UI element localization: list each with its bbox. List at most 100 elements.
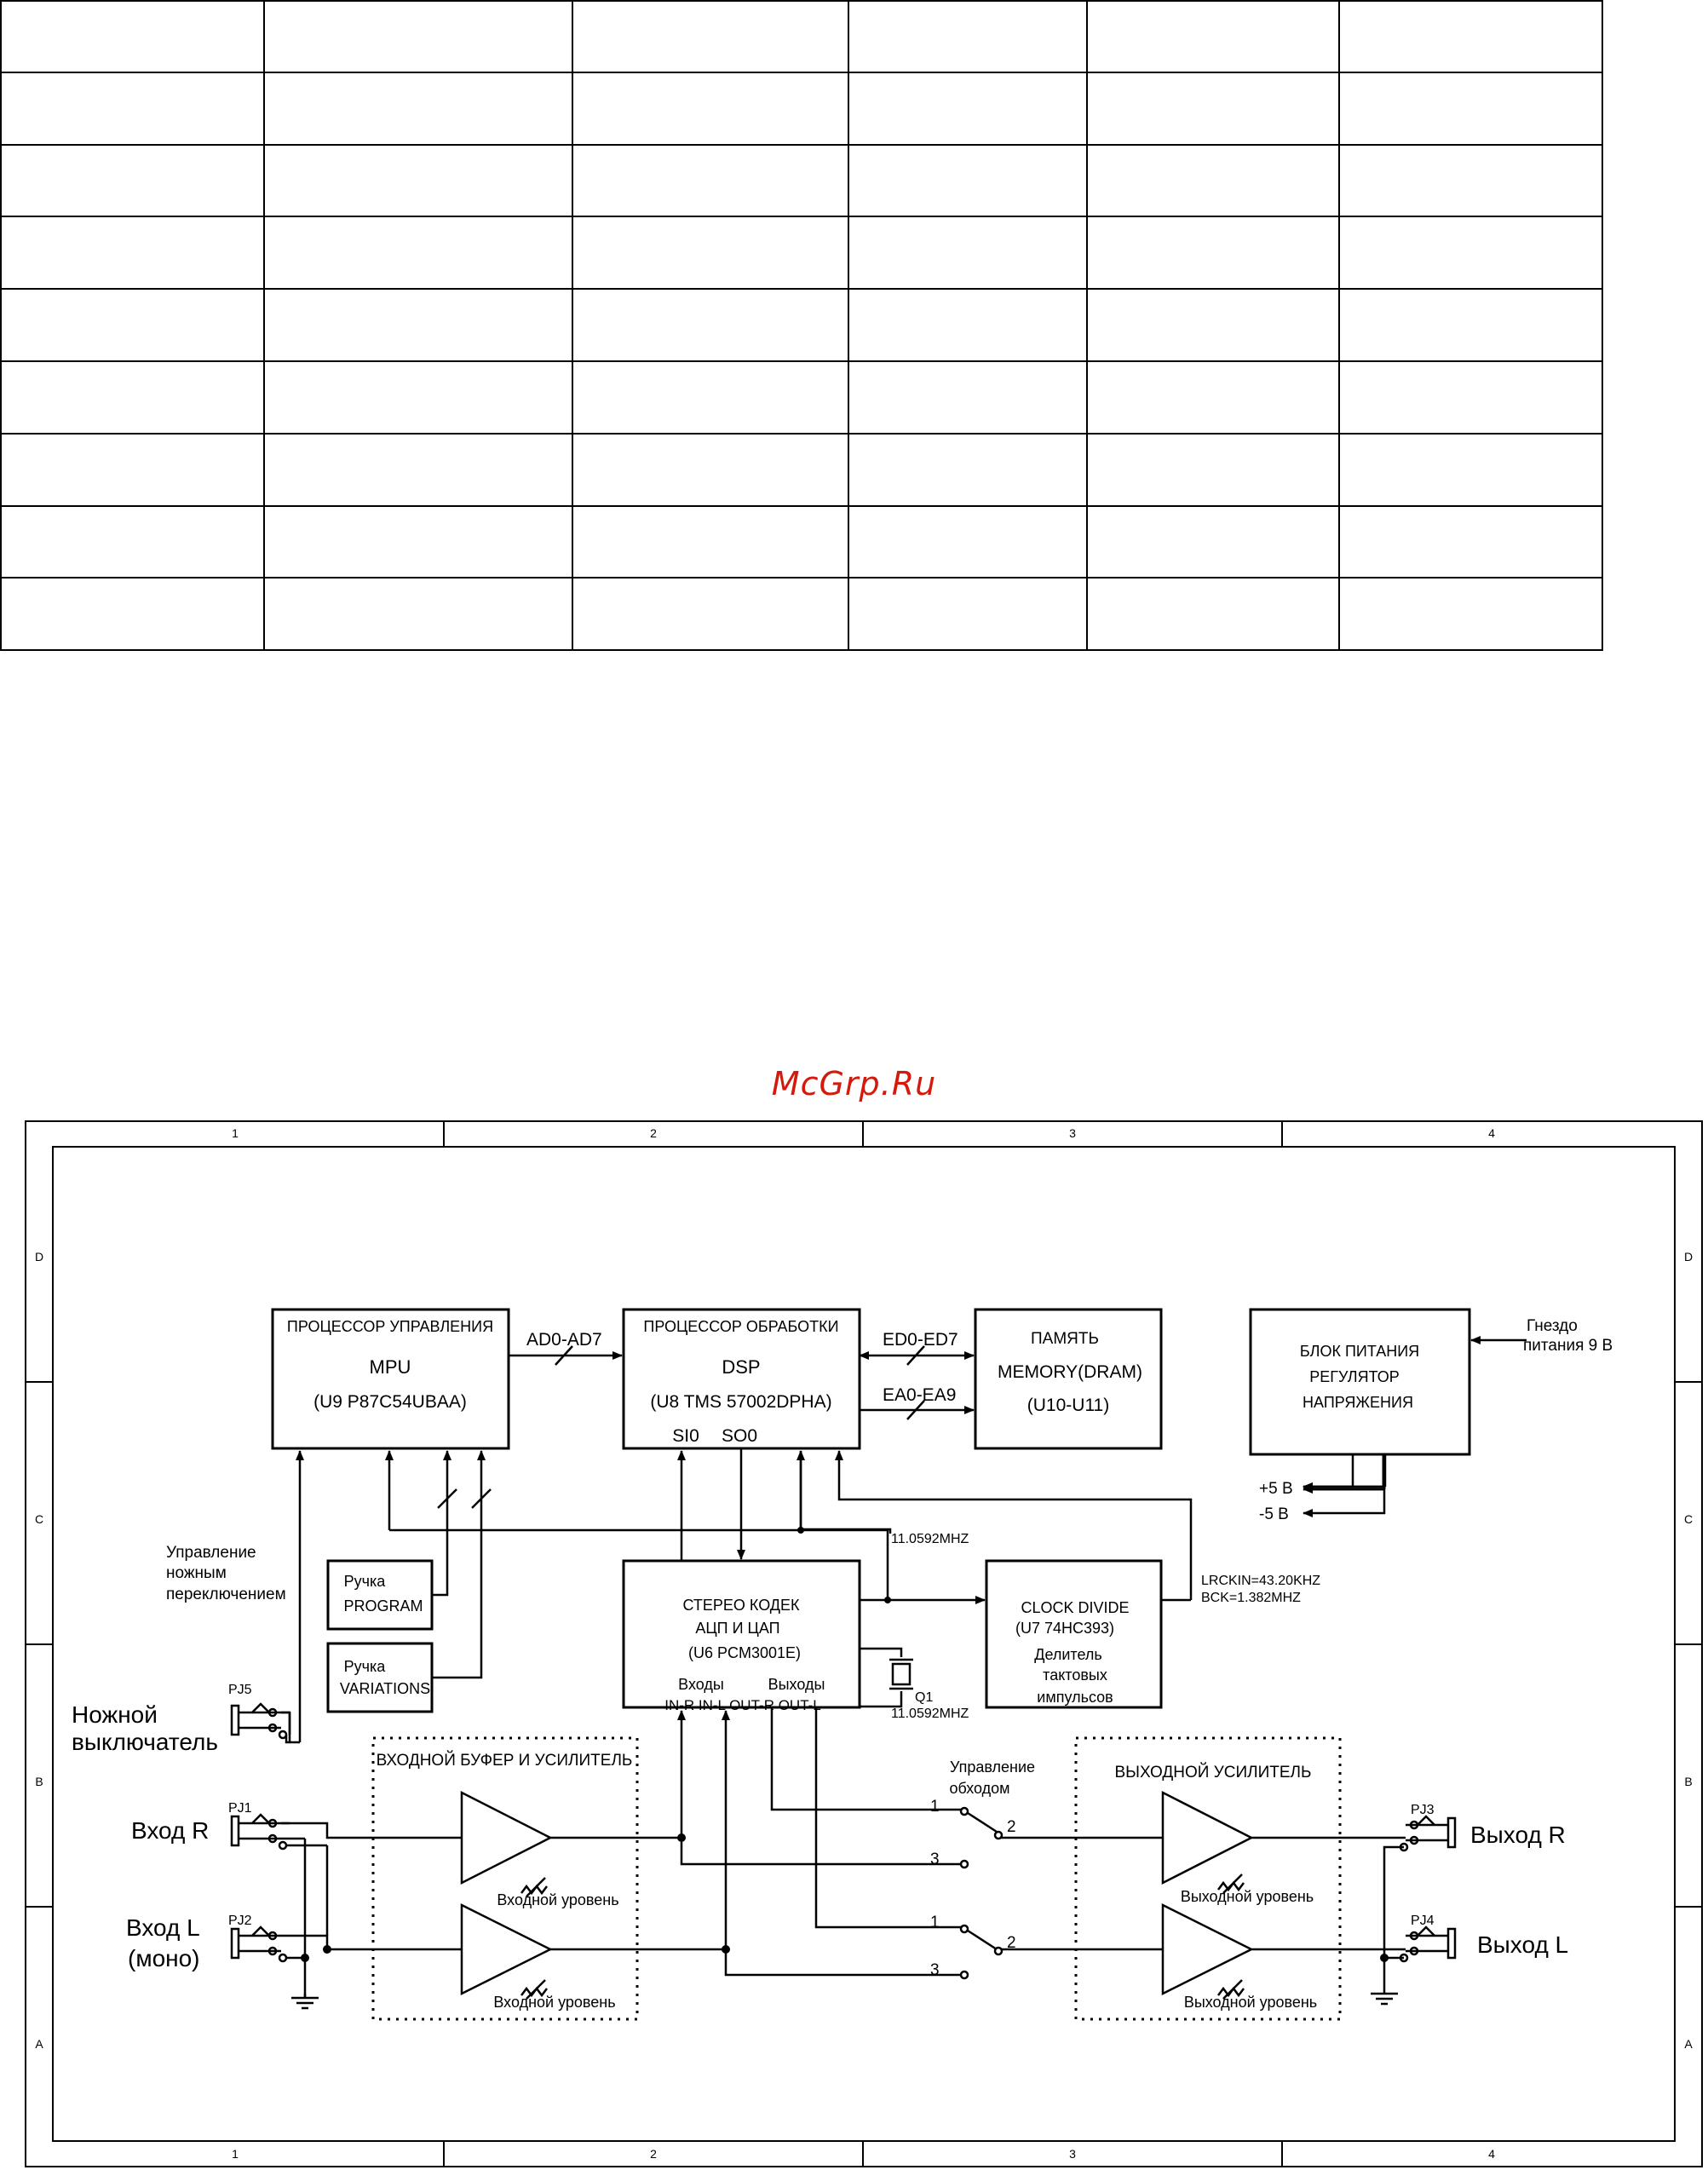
frame-row-label: D [35, 1250, 43, 1263]
program-knob-line1: Ручка [344, 1573, 387, 1590]
pj3-label: PJ3 [1411, 1803, 1435, 1817]
switch-l-pin2: 2 [1007, 1934, 1016, 1952]
pj1-label: PJ1 [228, 1801, 252, 1816]
switch-contact [959, 1970, 969, 1980]
frame-col-label: 4 [1488, 1126, 1495, 1140]
variations-knob-line2: VARIATIONS [340, 1680, 430, 1697]
switch-l-pin3: 3 [930, 1961, 940, 1979]
clock-line2: тактовых [1043, 1666, 1107, 1684]
ed-bus-label: ED0-ED7 [883, 1330, 958, 1350]
clock-line1: Делитель [1034, 1646, 1102, 1663]
jack-pj5 [230, 1704, 240, 1736]
input-amp-l [460, 1902, 553, 1996]
switch-contact [959, 1859, 969, 1869]
frame-row-label: B [35, 1775, 43, 1788]
input-buffer-title: ВХОДНОЙ БУФЕР И УСИЛИТЕЛЬ [377, 1751, 633, 1770]
switch-r-pin3: 3 [930, 1851, 940, 1868]
codec-pins: IN-R IN-L OUT-R OUT-L [664, 1697, 821, 1713]
output-amp-title: ВЫХОДНОЙ УСИЛИТЕЛЬ [1115, 1763, 1312, 1781]
program-to-mpu [432, 1450, 451, 1597]
mpu-title: ПРОЦЕССОР УПРАВЛЕНИЯ [287, 1318, 493, 1335]
bypass-label-1: Управление [950, 1758, 1035, 1776]
input-l-label: Вход L [126, 1914, 200, 1941]
frame-col-label: 2 [650, 1126, 657, 1140]
jack-pj4 [1446, 1927, 1457, 1960]
jack-pj2 [230, 1927, 240, 1960]
codec-line1: СТЕРЕО КОДЕК [683, 1597, 801, 1614]
variations-knob-line1: Ручка [344, 1658, 387, 1675]
bypass-label-2: обходом [949, 1780, 1009, 1797]
junction-dot [301, 1954, 309, 1962]
empty-grid-table [0, 0, 1603, 651]
foot-ctrl-label-3: переключением [166, 1586, 286, 1603]
codec-outputs-label: Выходы [768, 1676, 825, 1693]
freq-label-2: 11.0592MHZ [891, 1707, 969, 1721]
dsp-name: DSP [722, 1356, 760, 1378]
plus5-label: +5 В [1259, 1480, 1293, 1498]
junction-dot [884, 1597, 891, 1603]
mpu-block [271, 1308, 510, 1450]
junction-dot [323, 1945, 331, 1954]
frame-row-label: A [1684, 2037, 1693, 2051]
minus5-label: -5 В [1259, 1505, 1289, 1523]
table-border [0, 0, 1603, 651]
switch-r-pin1: 1 [930, 1798, 940, 1816]
clock-to-dsp [835, 1450, 1193, 1600]
dsp-title: ПРОЦЕССОР ОБРАБОТКИ [643, 1318, 838, 1335]
switch-r-pin2: 2 [1007, 1818, 1016, 1836]
power-jack-label-1: Гнездо [1527, 1317, 1578, 1335]
input-buffer-region [371, 1736, 639, 2021]
frame-row-label: C [35, 1512, 43, 1526]
ad-bus-label: AD0-AD7 [526, 1330, 602, 1350]
mpu-part: (U9 P87C54UBAA) [313, 1392, 467, 1412]
power-block [1249, 1308, 1471, 1456]
junction-dot [797, 1527, 804, 1534]
codec-inputs-label: Входы [678, 1676, 724, 1693]
variations-to-mpu [432, 1450, 486, 1679]
switch-contact [959, 1806, 969, 1816]
clock-part: (U7 74HC393) [1015, 1620, 1114, 1637]
clock-divide-block [985, 1559, 1163, 1709]
memory-block [974, 1308, 1163, 1450]
bck-label: BCK=1.382MHZ [1201, 1591, 1301, 1605]
switch-contact [993, 1946, 1004, 1956]
clock-line3: импульсов [1037, 1689, 1113, 1706]
dsp-pin-si0: SI0 [672, 1426, 699, 1446]
signal-wires [281, 1707, 1406, 1998]
memory-name: MEMORY(DRAM) [998, 1362, 1142, 1382]
switch-l-pin1: 1 [930, 1914, 940, 1931]
memory-title: ПАМЯТЬ [1031, 1330, 1099, 1348]
frame-col-label: 3 [1069, 2147, 1076, 2161]
mpu-name: MPU [370, 1356, 411, 1378]
mono-label: (моно) [128, 1945, 200, 1971]
memory-part: (U10-U11) [1027, 1396, 1109, 1415]
foot-ctrl-label-2: ножным [166, 1564, 227, 1582]
codec-line2: АЦП И ЦАП [695, 1620, 779, 1637]
input-level-label-1: Входной уровень [497, 1891, 618, 1908]
output-r-label: Выход R [1470, 1822, 1566, 1848]
frame-row-label: D [1684, 1250, 1693, 1263]
frame-col-label: 1 [232, 1126, 239, 1140]
frame-row-label: B [1684, 1775, 1692, 1788]
footswitch-label-2: выключатель [72, 1729, 218, 1755]
frame-col-label: 4 [1488, 2147, 1495, 2161]
ground-icon [291, 1992, 1398, 2010]
dsp-part: (U8 TMS 57002DPHA) [650, 1392, 831, 1412]
junction-dot [722, 1945, 730, 1954]
frame-col-label: 1 [232, 2147, 239, 2161]
variations-knob-block [326, 1642, 434, 1713]
frame-col-label: 2 [650, 2147, 657, 2161]
dsp-pin-so0: SO0 [722, 1426, 757, 1446]
pj5-label: PJ5 [228, 1683, 252, 1697]
watermark-text: McGrp.Ru [771, 1065, 937, 1102]
freq-label-1: 11.0592MHZ [891, 1532, 969, 1546]
clock-name: CLOCK DIVIDE [1021, 1599, 1129, 1616]
frame-col-label: 3 [1069, 1126, 1076, 1140]
program-knob-line2: PROGRAM [343, 1597, 423, 1615]
output-amp-r [1161, 1790, 1254, 1885]
input-amp-r [460, 1790, 553, 1885]
program-knob-block [326, 1559, 434, 1631]
jacks [230, 1702, 1457, 1963]
power-line1: БЛОК ПИТАНИЯ [1300, 1343, 1419, 1360]
